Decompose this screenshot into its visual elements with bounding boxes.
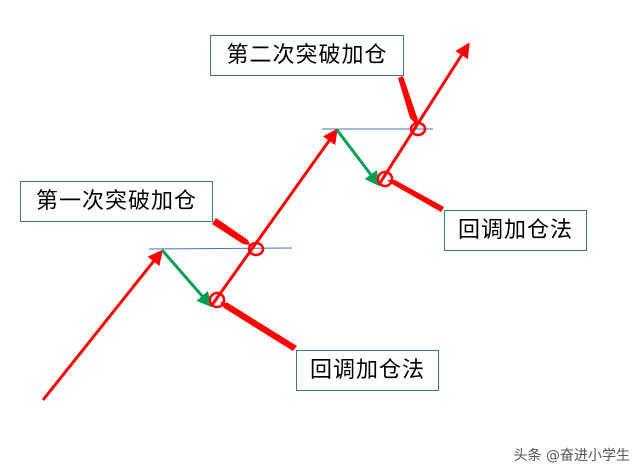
label-pullback-2: 回调加仓法	[444, 210, 587, 251]
callout-arrow-first-breakout	[212, 218, 250, 245]
pullback-leg-2	[335, 129, 380, 187]
callout-arrow-pullback-2	[387, 180, 444, 212]
label-second-breakout: 第二次突破加仓	[210, 35, 404, 76]
pullback-marker-2	[376, 170, 394, 188]
breakout-marker-1	[247, 241, 265, 257]
watermark: 头条 @奋进小学生	[513, 448, 630, 464]
callout-arrow-pullback-1	[220, 302, 297, 351]
uptrend-leg-3	[378, 42, 470, 184]
label-first-breakout: 第一次突破加仓	[20, 181, 213, 222]
uptrend-leg-1	[41, 249, 163, 401]
pullback-leg-1	[160, 249, 212, 308]
resistance-line-1	[148, 247, 293, 250]
callout-arrow-second-breakout	[398, 76, 418, 124]
breakout-marker-2	[409, 121, 427, 137]
label-pullback-1: 回调加仓法	[296, 350, 439, 391]
pullback-marker-1	[208, 291, 226, 309]
uptrend-leg-2	[210, 128, 338, 306]
